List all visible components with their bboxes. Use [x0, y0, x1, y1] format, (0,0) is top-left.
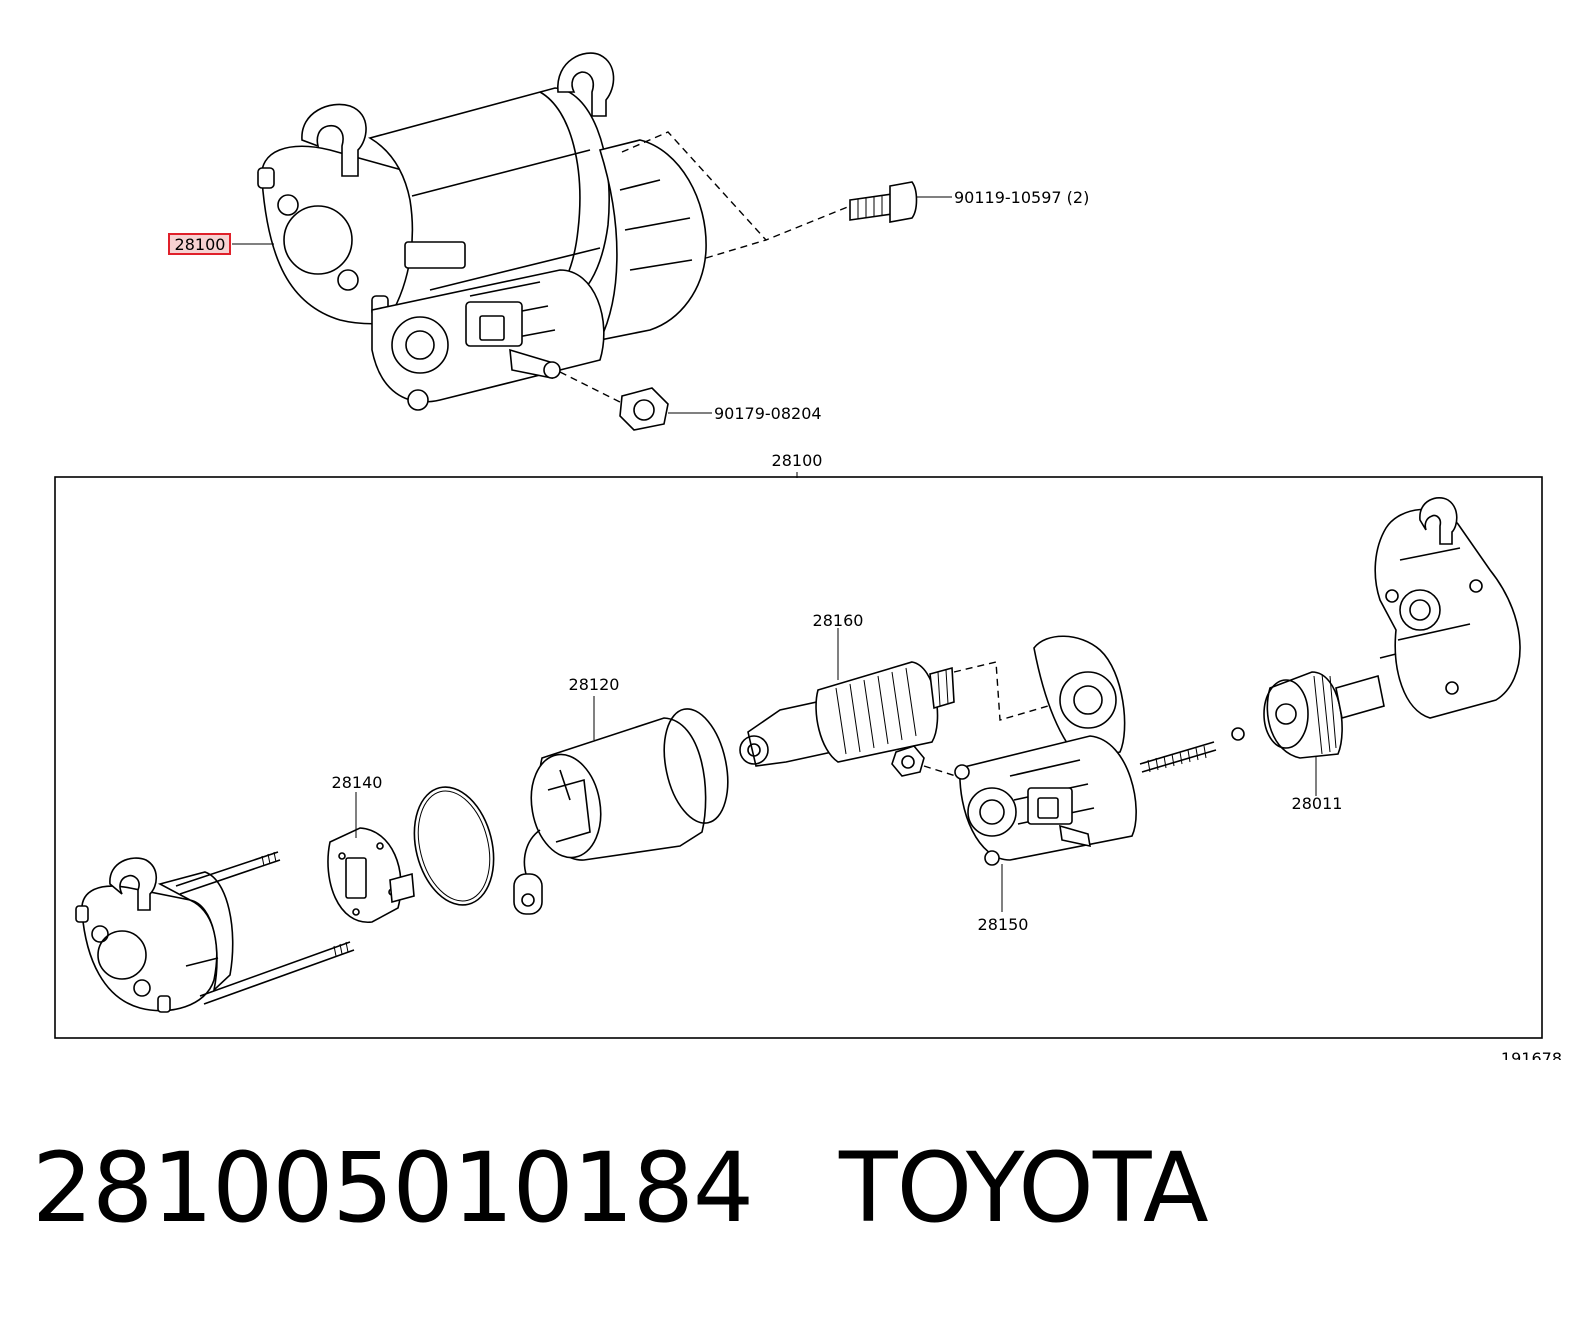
group-header-callout[interactable]: 28100 — [772, 451, 823, 470]
yoke-drawing — [513, 708, 729, 915]
brush-holder-drawing — [327, 827, 415, 923]
clutch-pinion-callout[interactable]: 28011 — [1292, 794, 1343, 813]
o-ring-drawing — [413, 786, 495, 906]
exploded-parts-diagram: 28100 90119-10597 (2) 90179-08204 28100 … — [54, 52, 1562, 1060]
clutch-pinion-drawing — [1263, 671, 1385, 759]
spring-drawing — [1139, 741, 1217, 773]
ball-drawing — [1231, 727, 1245, 741]
brand-name: TOYOTA — [838, 1132, 1209, 1244]
magnetic-switch-drawing — [954, 635, 1137, 866]
armature-drawing — [739, 661, 955, 767]
nut-callout[interactable]: 90179-08204 — [714, 404, 822, 423]
part-caption: 281005010184 TOYOTA — [32, 1128, 1209, 1258]
drive-housing-drawing — [1374, 496, 1521, 719]
exploded-view-frame — [54, 476, 1543, 1039]
bolt-drawing — [849, 181, 918, 223]
brush-holder-callout[interactable]: 28140 — [332, 773, 383, 792]
nut-drawing — [619, 387, 669, 431]
part-number: 281005010184 — [32, 1132, 754, 1244]
yoke-callout[interactable]: 28120 — [569, 675, 620, 694]
bolt-callout[interactable]: 90119-10597 (2) — [954, 188, 1089, 207]
starter-assembly-callout[interactable]: 28100 — [175, 235, 226, 254]
highlight-box — [168, 233, 231, 255]
illustration-number: 191678 — [1501, 1049, 1562, 1060]
starter-assembly-drawing — [257, 52, 918, 431]
magnetic-switch-callout[interactable]: 28150 — [978, 915, 1029, 934]
armature-callout[interactable]: 28160 — [813, 611, 864, 630]
end-cover-drawing — [75, 851, 355, 1013]
